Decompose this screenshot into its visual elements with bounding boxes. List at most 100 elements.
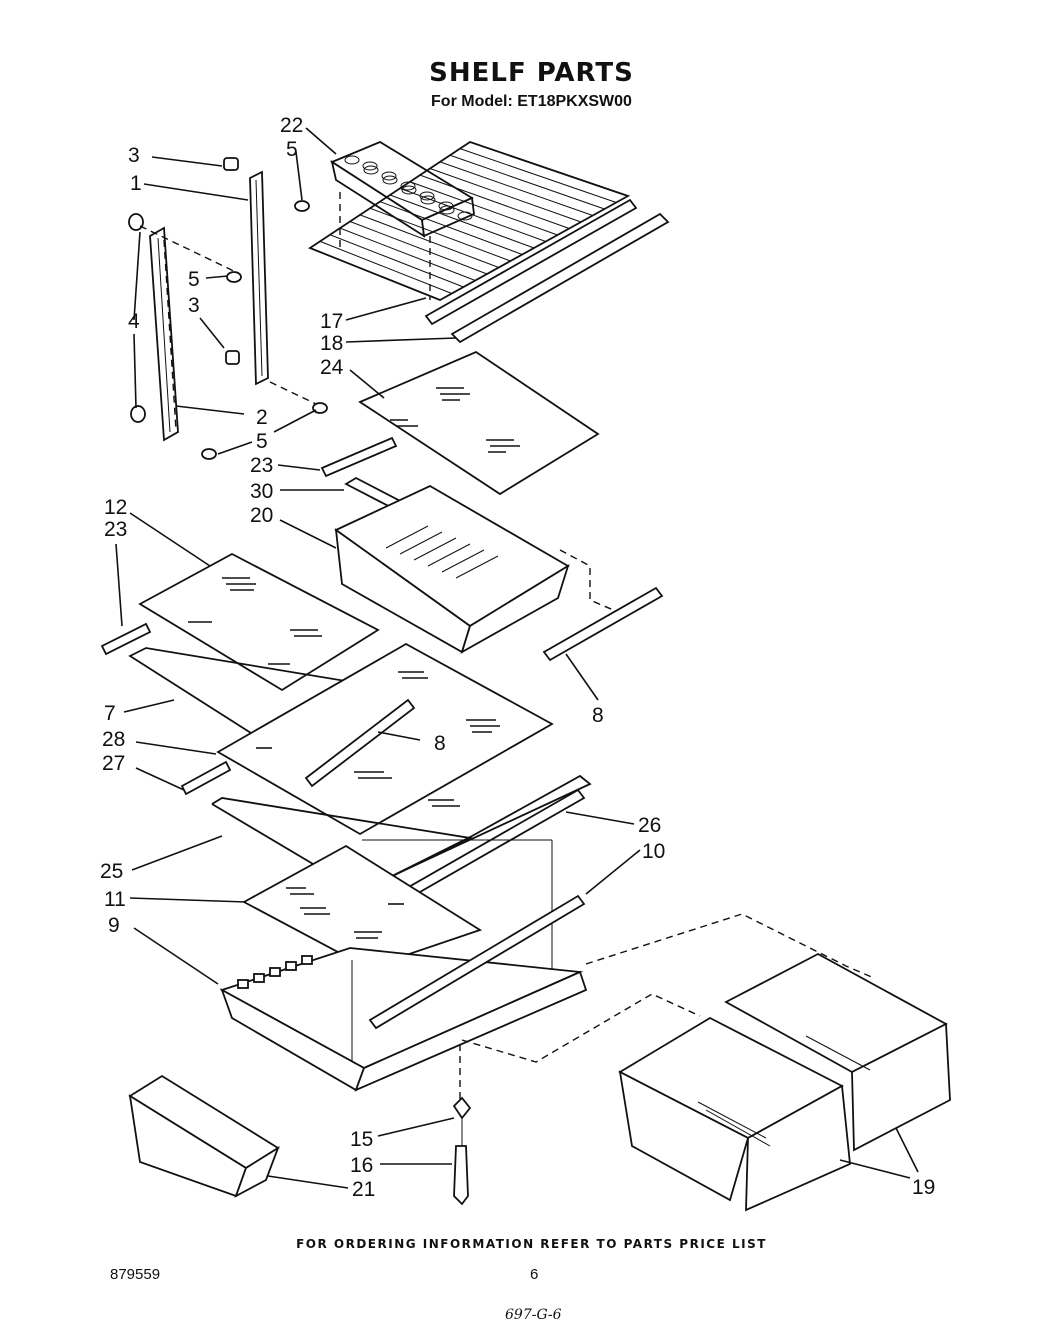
callout-30: 30	[250, 480, 273, 503]
control-dial	[237, 979, 249, 989]
callout-15: 15	[350, 1128, 373, 1151]
control-shaft-16	[453, 1145, 469, 1206]
callout-26: 26	[638, 814, 661, 837]
shelf-wire	[449, 154, 605, 210]
glass-shelf-11	[242, 844, 483, 969]
callout-22: 22	[280, 114, 303, 137]
page-number: 6	[530, 1266, 539, 1283]
model-subtitle: For Model: ET18PKXSW00	[431, 93, 632, 110]
shelf-wire	[339, 227, 476, 281]
callout-23-upper: 23	[250, 454, 273, 477]
shelf-wire	[439, 161, 593, 216]
leader-lines	[115, 127, 919, 1189]
shelf-wire	[319, 240, 452, 294]
shelf-wire	[459, 148, 617, 203]
callout-7: 7	[104, 702, 116, 725]
ice-cube-tray	[330, 140, 475, 238]
crisper-drawer-left	[618, 1016, 851, 1212]
control-dial	[285, 961, 297, 971]
ordering-note: FOR ORDERING INFORMATION REFER TO PARTS …	[296, 1237, 767, 1251]
shelf-support-left	[149, 226, 179, 442]
shelf-wire	[389, 194, 535, 249]
rail-8-right	[542, 586, 664, 662]
callout-8-right: 8	[592, 704, 604, 727]
shelf-wire	[369, 207, 511, 262]
rail-23-left	[100, 622, 152, 656]
callout-5-top: 5	[286, 138, 298, 161]
shelf-wire	[419, 174, 570, 229]
ice-cup	[382, 175, 398, 185]
callout-23-left: 23	[104, 518, 127, 541]
crisper-pan-20	[334, 484, 570, 654]
leveler-top	[128, 213, 144, 231]
screw-lower-right	[312, 402, 328, 414]
handwritten-note: 697-G-6	[505, 1307, 562, 1323]
crisper-slat	[455, 555, 499, 579]
glass-shelf-24	[358, 350, 600, 496]
ice-cup	[362, 161, 378, 171]
support-cap-top	[223, 157, 239, 171]
crisper-cover-rail-10	[368, 894, 586, 1030]
control-dial	[301, 955, 313, 965]
crisper-slat	[399, 531, 443, 555]
crisper-slat	[427, 543, 471, 567]
callout-19: 19	[912, 1176, 935, 1199]
callout-1: 1	[130, 172, 142, 195]
screw-lower-left	[201, 448, 217, 460]
ice-cup	[344, 155, 360, 165]
shelf-support-right	[249, 170, 269, 386]
glass-shelf-12	[138, 552, 380, 692]
rail-23-upper	[320, 436, 398, 478]
shelf-wire	[329, 234, 464, 288]
ice-cup	[420, 195, 436, 205]
callout-3-mid: 3	[188, 294, 200, 317]
callout-20: 20	[250, 504, 273, 527]
rail-8-center	[304, 698, 416, 788]
wire-shelf-rail-front	[424, 198, 638, 326]
callout-8-center: 8	[434, 732, 446, 755]
crisper-cover-frame-9	[219, 839, 588, 1092]
shelf-wire	[409, 181, 558, 236]
shelf-wire	[379, 201, 523, 255]
glass-shelf-28	[216, 642, 554, 836]
wire-shelf-rail-lower	[450, 212, 670, 344]
callout-17: 17	[320, 310, 343, 333]
callout-25: 25	[100, 860, 123, 883]
callout-18: 18	[320, 332, 343, 355]
callout-5-mid: 5	[188, 268, 200, 291]
callout-11: 11	[104, 888, 126, 911]
screw-top	[294, 200, 310, 212]
callout-2: 2	[256, 406, 268, 429]
support-cap-lower	[225, 350, 240, 365]
shelf-wire	[349, 221, 488, 275]
rail-27	[180, 760, 232, 796]
shelf-wire	[399, 187, 546, 242]
ice-cup	[363, 165, 379, 175]
door-bin-21	[128, 1074, 280, 1198]
shelf-wire	[429, 168, 582, 223]
callout-12: 12	[104, 496, 127, 519]
document-number: 879559	[110, 1266, 161, 1283]
leveler-bottom	[130, 405, 146, 423]
ice-cup	[401, 185, 417, 195]
callout-28: 28	[102, 728, 125, 751]
ice-cup	[438, 201, 454, 211]
crisper-slat	[413, 537, 457, 561]
callout-27: 27	[102, 752, 125, 775]
crisper-drawer-right	[724, 952, 951, 1152]
callout-3-top: 3	[128, 144, 140, 167]
ice-cup	[381, 171, 397, 181]
crisper-slat	[441, 549, 485, 573]
screw-mid	[226, 271, 242, 283]
callout-5-low: 5	[256, 430, 268, 453]
page-title: SHELF PARTS	[429, 58, 634, 88]
callout-16: 16	[350, 1154, 373, 1177]
control-knob-15	[452, 1096, 472, 1146]
control-dial	[269, 967, 281, 977]
control-dial	[253, 973, 265, 983]
crisper-slat	[385, 525, 429, 549]
callout-4: 4	[128, 310, 140, 333]
callout-10: 10	[642, 840, 665, 863]
callout-24: 24	[320, 356, 344, 379]
